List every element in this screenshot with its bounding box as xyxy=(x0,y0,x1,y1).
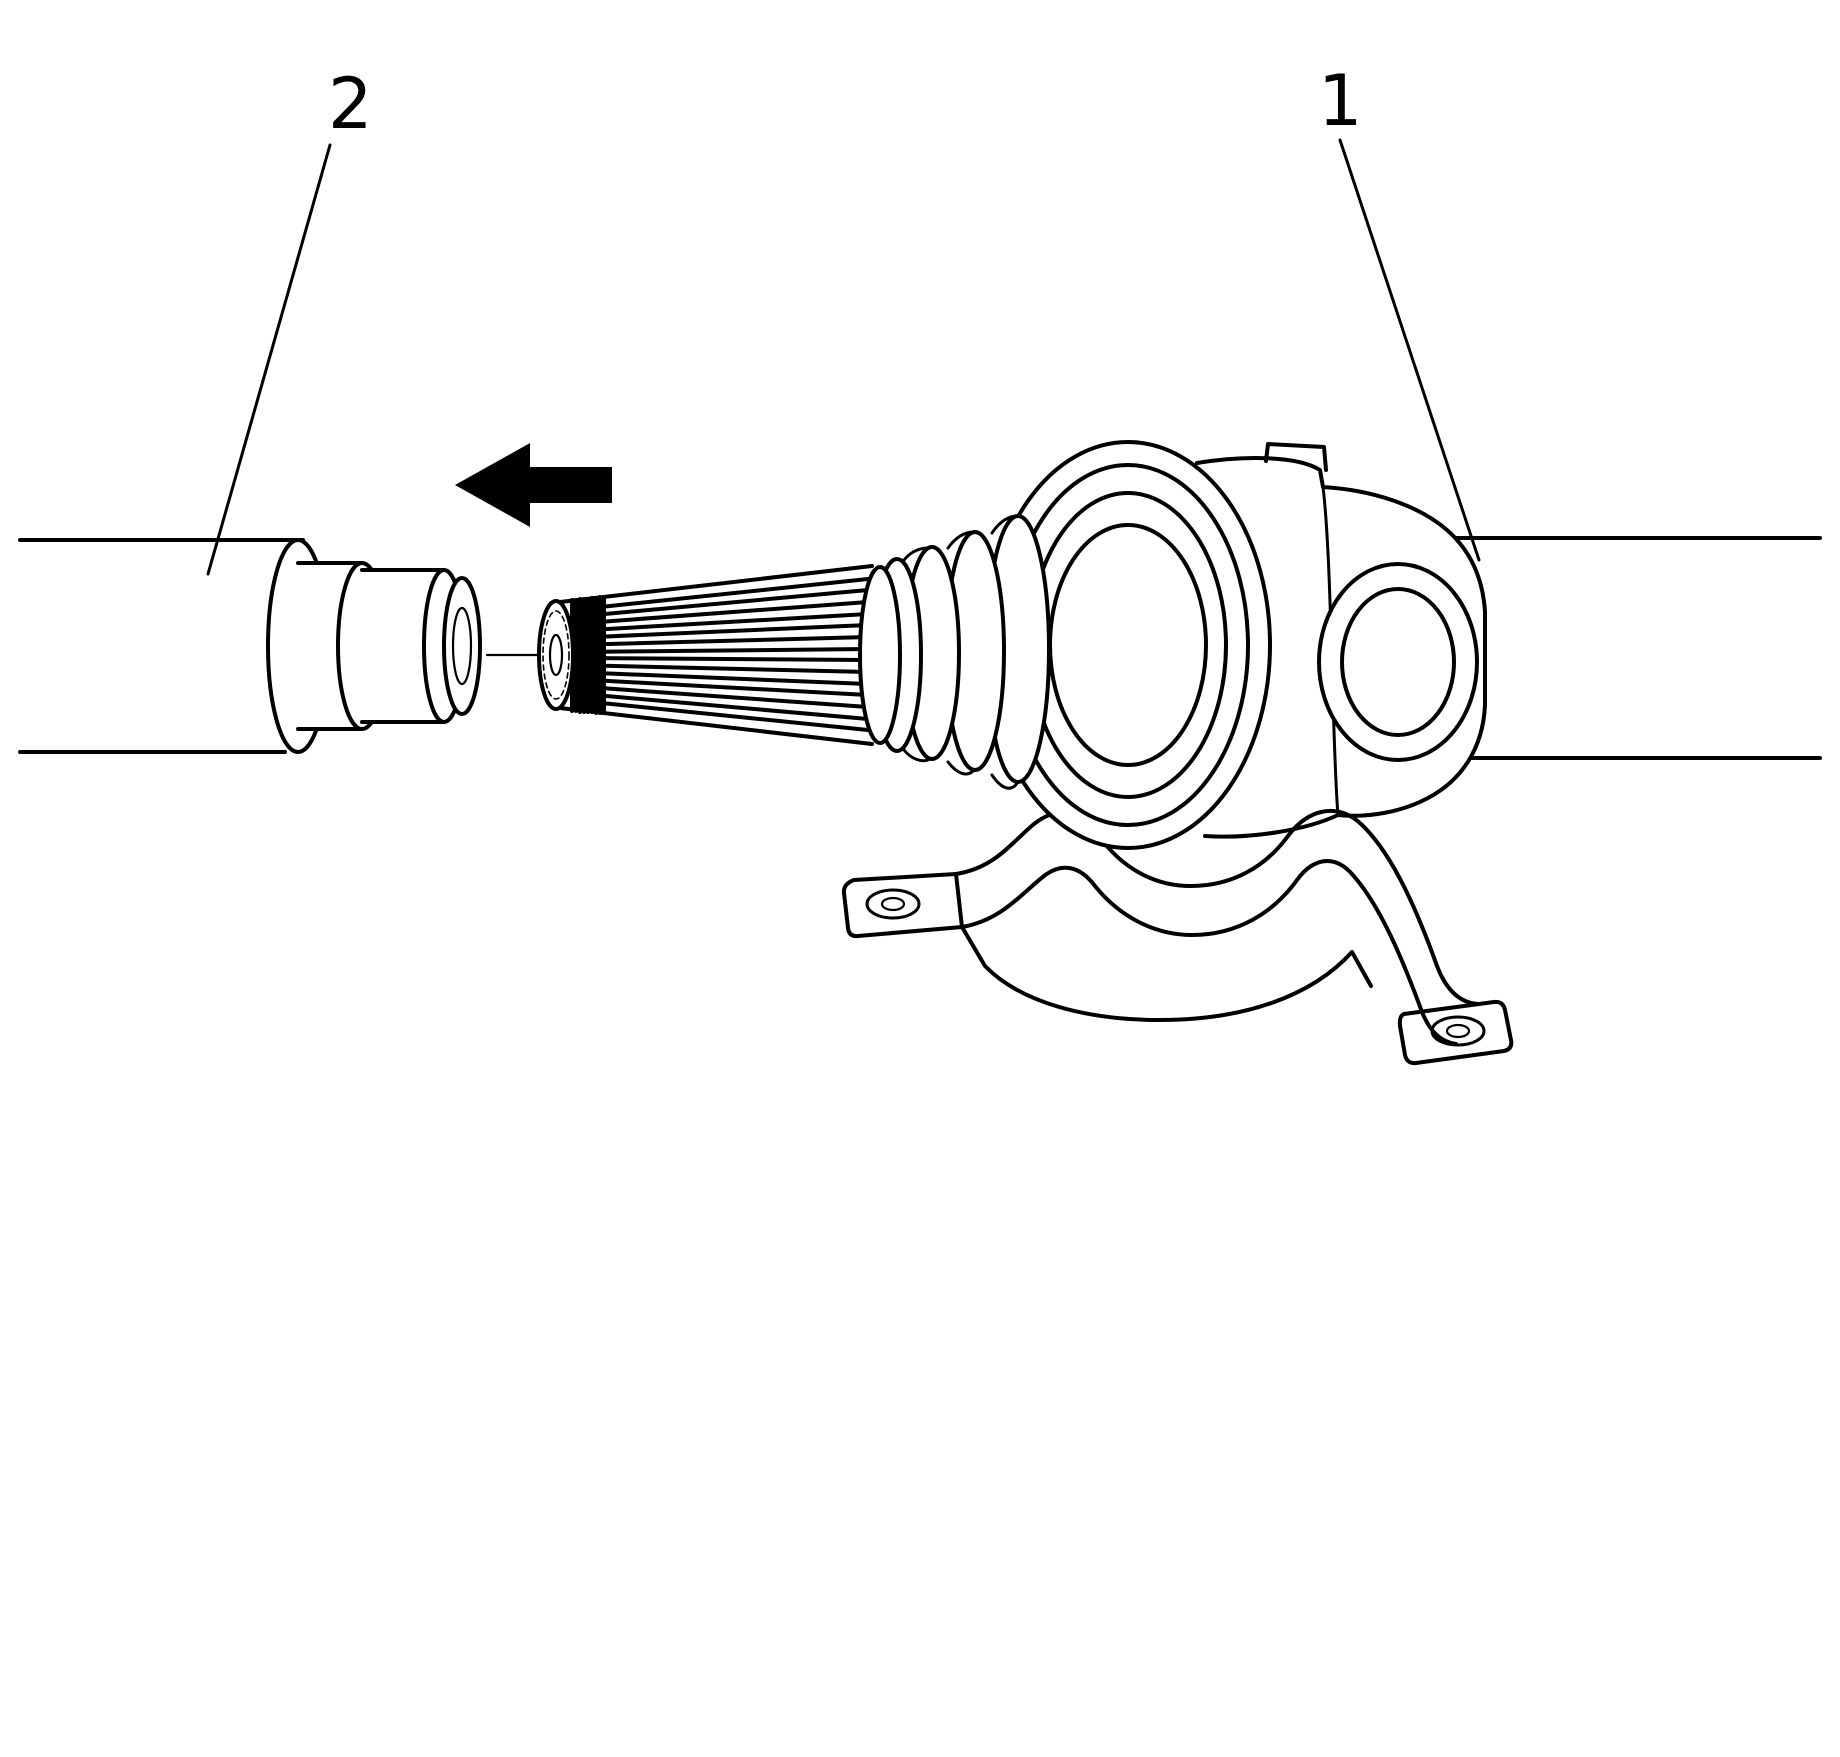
housing-bore-inner xyxy=(1340,587,1456,737)
support-bracket xyxy=(841,808,1514,1066)
boot-neck-ring xyxy=(858,565,902,745)
shaft-end-cap xyxy=(537,599,575,711)
callout-2: 2 xyxy=(206,63,373,576)
propeller-shaft-tube xyxy=(18,538,482,754)
housing-top-step xyxy=(1264,442,1328,472)
bracket-right-tab xyxy=(1397,999,1514,1066)
bracket-lower-edge xyxy=(960,859,1458,1046)
bracket-right-slot xyxy=(1430,1015,1486,1047)
cv-boot xyxy=(858,514,1051,790)
spline-teeth xyxy=(570,577,870,732)
callout-1-leader xyxy=(1338,138,1481,562)
spline-chamfer-hatch xyxy=(570,595,606,715)
shaft-pilot-hole xyxy=(548,633,564,677)
callout-1-label: 1 xyxy=(1318,60,1363,142)
splined-shaft xyxy=(485,564,874,746)
cv-joint-housing xyxy=(1195,442,1487,839)
bracket-left-slot xyxy=(865,888,921,920)
seal-ring-bore xyxy=(451,606,473,686)
seal-ring xyxy=(442,576,482,716)
bracket-left-tab xyxy=(841,872,964,939)
center-support-bearing xyxy=(984,440,1272,850)
direction-arrow xyxy=(455,443,612,527)
rear-shaft-lines xyxy=(1453,536,1822,760)
bracket-front-arch xyxy=(960,925,1373,1022)
bracket-upper-edge xyxy=(954,808,1480,1006)
callout-1: 1 xyxy=(1318,60,1481,562)
callout-2-leader xyxy=(206,143,332,576)
callout-2-label: 2 xyxy=(328,63,373,145)
